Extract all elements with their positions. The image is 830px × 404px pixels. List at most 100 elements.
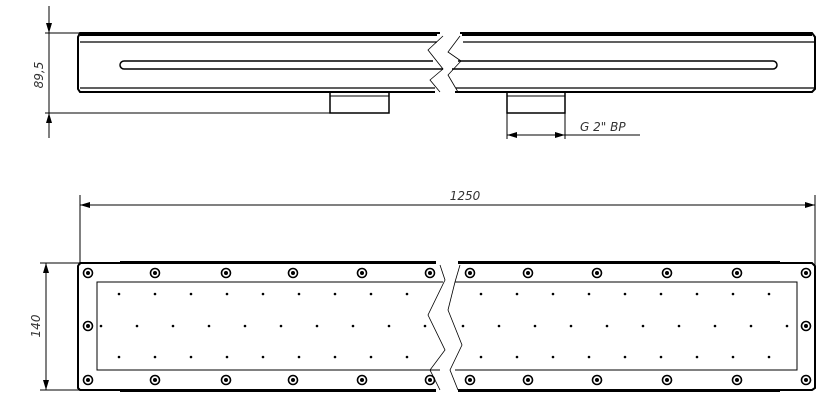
drain-hole: [135, 324, 139, 328]
screw-head: [224, 271, 228, 275]
screw-outer: [731, 374, 743, 386]
drain-hole: [279, 324, 283, 328]
screw-outer: [591, 374, 603, 386]
drain-hole: [695, 292, 699, 296]
drain-hole: [261, 355, 265, 359]
screw-icon: [220, 267, 232, 279]
screw-icon: [424, 374, 436, 386]
screw-outer: [731, 267, 743, 279]
screw-head: [291, 271, 295, 275]
drain-hole: [297, 292, 301, 296]
screw-icon: [800, 374, 812, 386]
screw-head: [86, 378, 90, 382]
drain-hole: [659, 355, 663, 359]
drain-hole: [153, 355, 157, 359]
screw-outer: [800, 267, 812, 279]
screw-head: [595, 378, 599, 382]
screw-head: [526, 271, 530, 275]
drain-hole: [243, 324, 247, 328]
drain-hole: [297, 355, 301, 359]
drain-hole: [351, 324, 355, 328]
drain-hole: [587, 292, 591, 296]
drain-hole: [333, 355, 337, 359]
drain-hole: [171, 324, 175, 328]
screw-outer: [287, 267, 299, 279]
thread-dimension: [506, 113, 640, 139]
screw-outer: [287, 374, 299, 386]
drain-hole: [225, 355, 229, 359]
drain-hole: [207, 324, 211, 328]
drain-hole: [99, 324, 103, 328]
screw-head: [428, 271, 432, 275]
screw-head: [665, 271, 669, 275]
screw-head: [595, 271, 599, 275]
screw-head: [428, 378, 432, 382]
screw-outer: [220, 374, 232, 386]
drain-hole: [315, 324, 319, 328]
drain-hole: [551, 292, 555, 296]
screw-outer: [356, 374, 368, 386]
drain-hole: [767, 292, 771, 296]
screw-icon: [424, 267, 436, 279]
screw-head: [360, 271, 364, 275]
screw-outer: [522, 374, 534, 386]
screw-outer: [522, 267, 534, 279]
screw-head: [291, 378, 295, 382]
drain-hole: [515, 292, 519, 296]
screw-icon: [800, 320, 812, 332]
drain-hole: [767, 355, 771, 359]
channel-body-right: [447, 32, 816, 114]
screw-outer: [356, 267, 368, 279]
drain-hole: [369, 355, 373, 359]
height-dimension-label: 89,5: [32, 62, 46, 89]
length-dimension: [79, 195, 816, 265]
drain-hole: [731, 292, 735, 296]
hole-group: [99, 292, 789, 359]
drain-hole: [497, 324, 501, 328]
drain-hole: [713, 324, 717, 328]
screw-icon: [149, 267, 161, 279]
drain-hole: [533, 324, 537, 328]
drain-hole: [515, 355, 519, 359]
screw-icon: [522, 267, 534, 279]
thread-dimension-label: G 2" ВР: [580, 120, 626, 134]
screw-head: [224, 378, 228, 382]
screw-icon: [731, 267, 743, 279]
height-dimension: [45, 6, 330, 138]
drain-hole: [369, 292, 373, 296]
screw-head: [735, 271, 739, 275]
screw-head: [468, 271, 472, 275]
drain-hole: [695, 355, 699, 359]
screw-head: [468, 378, 472, 382]
screw-outer: [464, 374, 476, 386]
screw-outer: [149, 267, 161, 279]
drain-hole: [479, 355, 483, 359]
screw-icon: [82, 374, 94, 386]
screw-outer: [800, 374, 812, 386]
screw-icon: [356, 267, 368, 279]
screw-outer: [149, 374, 161, 386]
drain-hole: [153, 292, 157, 296]
screw-head: [153, 271, 157, 275]
screw-icon: [149, 374, 161, 386]
screw-icon: [82, 267, 94, 279]
screw-outer: [591, 267, 603, 279]
screw-icon: [661, 267, 673, 279]
drain-hole: [189, 292, 193, 296]
screw-icon: [591, 267, 603, 279]
drain-hole: [731, 355, 735, 359]
screw-outer: [800, 320, 812, 332]
screw-group: [82, 267, 812, 386]
drain-hole: [387, 324, 391, 328]
top-view: [40, 195, 816, 392]
screw-head: [735, 378, 739, 382]
screw-icon: [800, 267, 812, 279]
screw-icon: [464, 374, 476, 386]
drain-hole: [479, 292, 483, 296]
screw-head: [665, 378, 669, 382]
screw-head: [360, 378, 364, 382]
drain-hole: [641, 324, 645, 328]
drain-hole: [405, 292, 409, 296]
screw-outer: [82, 374, 94, 386]
